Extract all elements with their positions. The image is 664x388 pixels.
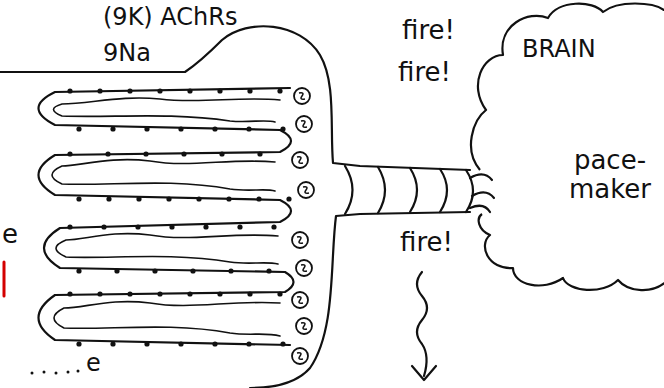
membrane-dot	[67, 88, 72, 93]
membrane-dot	[169, 224, 174, 229]
membrane-dot	[280, 341, 285, 346]
membrane-dot	[152, 268, 157, 273]
membrane-dot	[127, 291, 132, 296]
membrane-dot	[196, 196, 201, 201]
red-mark	[3, 262, 6, 296]
membrane-dot	[157, 291, 162, 296]
membrane-dot	[97, 88, 102, 93]
membrane-dot	[76, 126, 81, 131]
squiggle-arrow	[417, 272, 427, 376]
membrane-dot	[187, 291, 192, 296]
membrane-dot	[212, 341, 217, 346]
signal-label: fire!	[400, 228, 453, 258]
membrane-dot	[67, 151, 72, 156]
membrane-dot	[237, 224, 242, 229]
membrane-dot	[178, 126, 183, 131]
membrane-dot	[143, 151, 148, 156]
membrane-dots	[67, 88, 291, 346]
membrane-dot	[157, 88, 162, 93]
ion-circles	[292, 88, 314, 364]
receptor-label: 9Na	[103, 40, 151, 68]
membrane-dot	[212, 126, 217, 131]
membrane-dot	[246, 126, 251, 131]
membrane-dot	[271, 224, 276, 229]
membrane-dot	[136, 196, 141, 201]
signal-label: fire!	[398, 58, 451, 88]
fragment-text: e	[2, 220, 18, 250]
ion-symbol	[292, 152, 308, 168]
ion-symbol	[292, 292, 308, 308]
node-heading: BRAIN	[522, 36, 596, 64]
membrane-dot	[110, 341, 115, 346]
membrane-inner	[52, 98, 280, 336]
membrane-dot	[105, 151, 110, 156]
membrane-dot	[203, 224, 208, 229]
membrane-dot	[144, 341, 149, 346]
membrane-dot	[247, 88, 252, 93]
ion-symbol	[292, 348, 308, 364]
ion-symbol	[298, 182, 314, 198]
membrane-dot	[219, 151, 224, 156]
membrane-dot	[228, 268, 233, 273]
membrane-dot	[226, 196, 231, 201]
membrane-dot	[286, 196, 291, 201]
arrow-head	[412, 366, 436, 380]
membrane-dot	[127, 88, 132, 93]
membrane-dot	[277, 291, 282, 296]
ion-symbol	[292, 232, 308, 248]
membrane-dot	[106, 196, 111, 201]
membrane-dot	[217, 88, 222, 93]
membrane-dot	[256, 196, 261, 201]
signal-label: fire!	[402, 16, 455, 46]
cell-outline-lower	[250, 212, 470, 388]
fragment-text: e	[86, 350, 101, 378]
membrane-dot	[76, 196, 81, 201]
dotted-trail	[31, 370, 80, 375]
membrane-dot	[67, 291, 72, 296]
membrane-folds	[39, 88, 294, 345]
cell-outline	[0, 26, 470, 170]
membrane-dot	[266, 268, 271, 273]
membrane-dot	[67, 224, 72, 229]
receptor-label: (9K) AChRs	[103, 4, 238, 32]
membrane-dot	[76, 341, 81, 346]
myelin-segments	[345, 166, 473, 214]
membrane-dot	[101, 224, 106, 229]
membrane-dot	[280, 126, 285, 131]
membrane-dot	[246, 341, 251, 346]
membrane-dot	[135, 224, 140, 229]
membrane-dot	[217, 291, 222, 296]
membrane-dot	[247, 291, 252, 296]
membrane-dot	[277, 88, 282, 93]
ion-symbol	[296, 318, 312, 334]
membrane-dot	[144, 126, 149, 131]
axon-terminals	[470, 174, 494, 212]
membrane-dot	[76, 268, 81, 273]
ion-symbol	[294, 88, 310, 104]
ion-symbol	[296, 260, 312, 276]
membrane-dot	[178, 341, 183, 346]
ion-symbol	[296, 116, 312, 132]
membrane-dot	[257, 151, 262, 156]
membrane-dot	[190, 268, 195, 273]
membrane-dot	[187, 88, 192, 93]
membrane-dot	[97, 291, 102, 296]
membrane-dot	[114, 268, 119, 273]
brain-cloud: BRAIN pace- maker	[468, 0, 664, 290]
membrane-dot	[110, 126, 115, 131]
membrane-dot	[181, 151, 186, 156]
node-body: pace- maker	[562, 146, 658, 206]
membrane-dot	[166, 196, 171, 201]
